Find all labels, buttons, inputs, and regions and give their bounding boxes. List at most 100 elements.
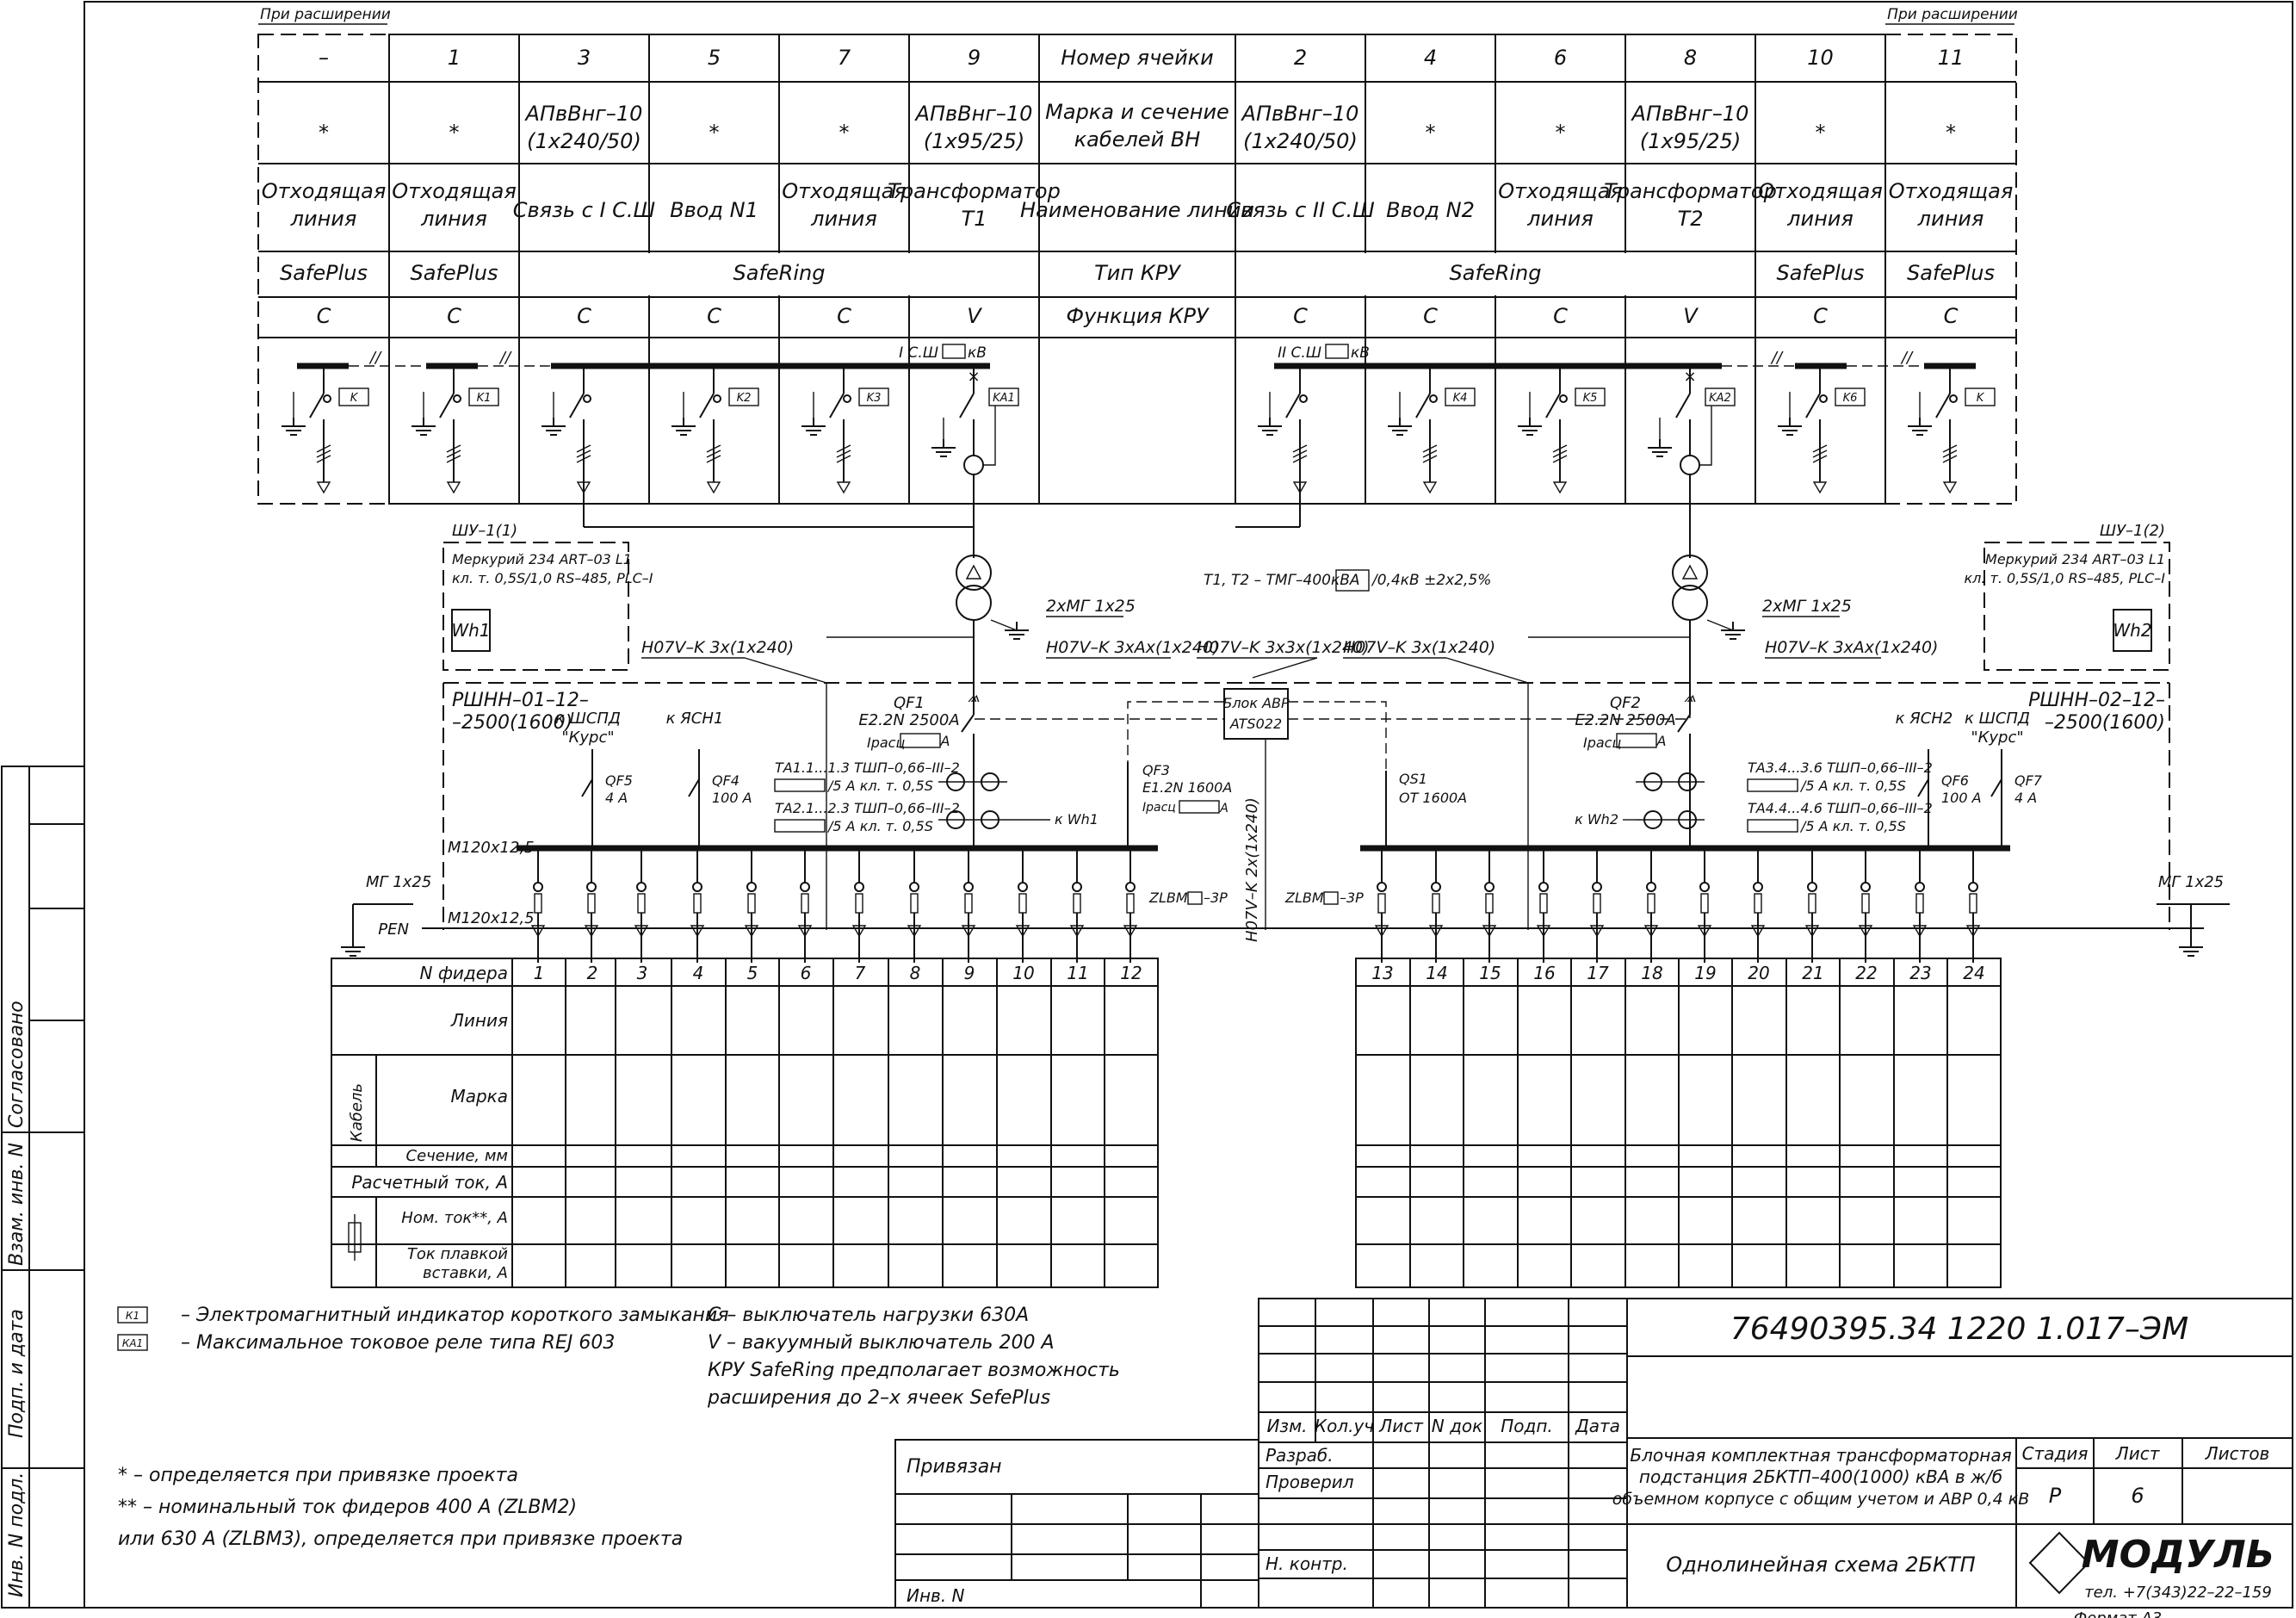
title-hv-cable-2: кабелей ВН xyxy=(1074,127,1201,152)
feeder-contact xyxy=(1592,882,1602,892)
feeder-contact xyxy=(963,882,974,892)
feeder-fuse xyxy=(693,893,702,914)
feeder-contact xyxy=(854,882,864,892)
feeder-pen-arrow xyxy=(1374,925,1389,938)
feeder-contact xyxy=(1072,882,1082,892)
feeder-contact xyxy=(533,882,543,892)
ext-label-right: При расширении xyxy=(1887,6,2018,23)
zlbm-left: ZLBM xyxy=(1148,890,1188,906)
feeder-pen-arrow xyxy=(1804,925,1820,938)
legend-ka1-box xyxy=(117,1334,148,1351)
title-kru-type: Тип КРУ xyxy=(1094,261,1181,285)
cable-label-4: H07V–K 3хАх(1х240) xyxy=(1765,638,1938,657)
feeder-fuse xyxy=(1485,893,1494,914)
avr-label-2: ATS022 xyxy=(1229,716,1282,732)
cable-end xyxy=(1812,481,1828,494)
vertical-cable-label: H07V–K 2х(1х240) xyxy=(1243,797,1261,942)
qf7-dest: к ШСПД xyxy=(1965,710,2030,728)
cell-cable: * xyxy=(319,121,329,145)
relay-tag-box xyxy=(988,387,1019,406)
relay-link xyxy=(983,406,996,466)
indicator xyxy=(453,394,461,403)
feeder-contact xyxy=(1484,882,1495,892)
feeder-num-right: 17 xyxy=(1587,963,1609,983)
vacuum-mark: × xyxy=(1683,368,1696,386)
feeder-fuse xyxy=(1073,893,1081,914)
cell-kru-type: SafePlus xyxy=(280,261,368,285)
bus-kv-right: кВ xyxy=(1351,344,1370,362)
cell-switch-blade xyxy=(1935,393,1951,418)
feeder-pen-arrow xyxy=(1643,925,1659,938)
trafo-gnd-lead-right xyxy=(1706,619,1734,631)
tb-sheet: 6 xyxy=(2131,1484,2144,1508)
feeder-pen-arrow xyxy=(744,925,759,938)
feeder-num-right: 23 xyxy=(1909,963,1931,983)
ta-right-box1 xyxy=(1747,778,1798,792)
tb-col-label: Подп. xyxy=(1501,1416,1553,1436)
qf1-amp: А xyxy=(940,733,950,749)
cell-cable: * xyxy=(1816,121,1826,145)
cell-kru-type: SafePlus xyxy=(410,261,498,285)
cell-line-name: Отходящая xyxy=(1889,179,2014,203)
feeder-contact xyxy=(1018,882,1028,892)
cell-number: – xyxy=(319,46,329,70)
cell-line-name: Отходящая xyxy=(1498,179,1623,203)
tb-descr-1: Блочная комплектная трансформаторная xyxy=(1630,1445,2011,1466)
feeder-pen-arrow xyxy=(634,925,649,938)
row-calc-current: Расчетный ток, А xyxy=(351,1172,508,1193)
feeder-num-left: 3 xyxy=(637,963,648,983)
cell-line-name: Т1 xyxy=(962,207,987,231)
feeder-contact xyxy=(1753,882,1763,892)
legend-v: V – вакуумный выключатель 200 А xyxy=(708,1332,1055,1354)
tb-company: МОДУЛЬ xyxy=(2082,1533,2274,1577)
ground-label-left: МГ 1х25 xyxy=(366,873,431,891)
merge-mask xyxy=(1237,253,1754,295)
qf2-amp: А xyxy=(1656,733,1667,749)
qf3-irasch-box xyxy=(1179,800,1220,814)
cell-kru-func: C xyxy=(837,304,851,328)
meter-cabinet-right xyxy=(1983,542,2170,671)
safering-left: SafeRing xyxy=(733,261,826,285)
qf7-rating: 4 А xyxy=(2014,790,2037,806)
cell-switch-blade xyxy=(439,393,455,418)
tb-col-label: Кол.уч xyxy=(1315,1416,1374,1436)
relay-tag: K4 xyxy=(1453,392,1468,405)
cell-kru-type: SafePlus xyxy=(1907,261,1995,285)
relay-tag: K5 xyxy=(1583,392,1598,405)
ta-left-box2 xyxy=(774,819,826,833)
feeder-pen-arrow xyxy=(1123,925,1138,938)
qf2-blade xyxy=(1677,714,1691,733)
qf1-irasch-box xyxy=(900,733,941,748)
feeder-contact xyxy=(636,882,647,892)
row-feeder-no: N фидера xyxy=(420,963,509,983)
ta-left-box1 xyxy=(774,778,826,792)
stamp-sign-date: Подп. и дата xyxy=(6,1309,28,1438)
cell-line-name: Отходящая xyxy=(262,179,387,203)
qf5-dest2: "Курс" xyxy=(561,728,614,747)
feeder-fuse xyxy=(1126,893,1135,914)
bus-kv-box-right xyxy=(1325,344,1349,359)
qf5-dest: к ШСПД xyxy=(555,710,621,728)
wh-box-right xyxy=(2113,609,2152,652)
qf1-tag: QF1 xyxy=(894,694,925,712)
relay-tag-box xyxy=(468,387,499,406)
indicator xyxy=(1559,394,1568,403)
indicator xyxy=(1429,394,1438,403)
feeder-pen-arrow xyxy=(1069,925,1085,938)
feeder-fuse xyxy=(1969,893,1977,914)
cell-kru-func: C xyxy=(447,304,461,328)
cable-end xyxy=(316,481,331,494)
tb-role-check: Проверил xyxy=(1266,1472,1354,1492)
cell-cable: * xyxy=(709,121,720,145)
feeder-num-right: 15 xyxy=(1479,963,1501,983)
meter-model-left: Меркурий 234 ART–03 L1 xyxy=(452,551,632,567)
cell-number: 4 xyxy=(1424,46,1437,70)
relay-link xyxy=(1699,406,1712,466)
qf2-rating: E2.2N 2500А xyxy=(1575,711,1675,729)
qf2-irasch: Iрасц xyxy=(1583,735,1621,751)
meter-class-left: кл. т. 0,5S/1,0 RS–485, PLC–I xyxy=(452,570,653,586)
trafo-note: Т1, Т2 – ТМГ–400кВА xyxy=(1204,572,1360,589)
cell-switch-blade xyxy=(569,393,585,418)
cell-number: 11 xyxy=(1938,46,1965,70)
feeder-pen-arrow xyxy=(1858,925,1873,938)
